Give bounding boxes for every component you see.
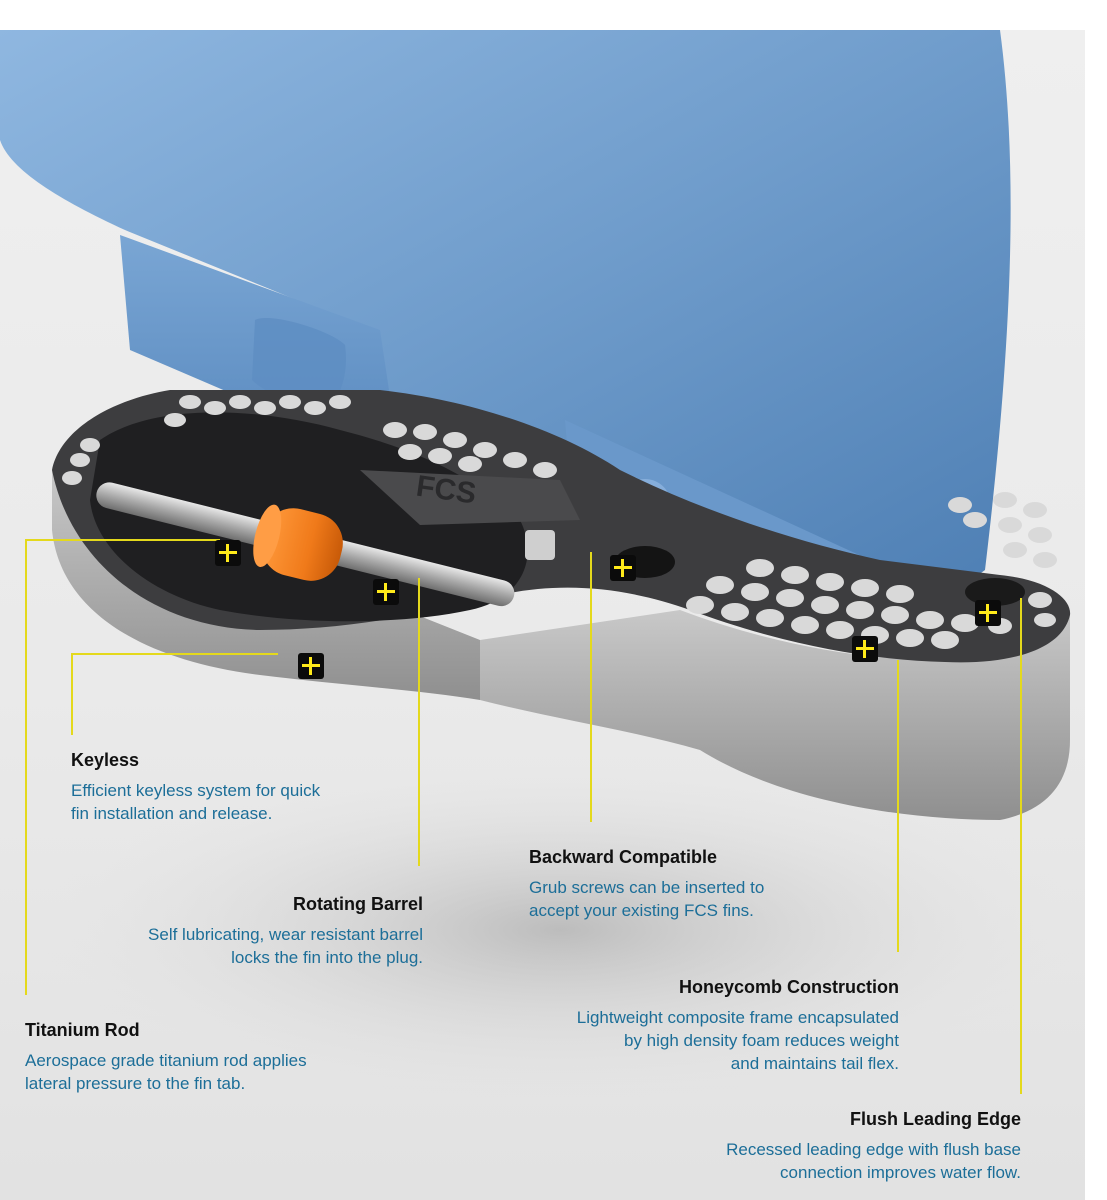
feature-title: Keyless (71, 750, 140, 770)
hotspot-backward-compatible[interactable] (610, 555, 636, 581)
hotspot-titanium-rod[interactable] (215, 540, 241, 566)
callout-line-rotating-barrel (418, 578, 420, 866)
callout-line-titanium-rod (25, 539, 27, 995)
fin-body (0, 30, 1011, 587)
feature-backward-compatible: Backward Compatible Grub screws can be i… (529, 847, 764, 922)
feature-honeycomb-construction: Honeycomb Construction Lightweight compo… (577, 977, 899, 1075)
feature-description: Lightweight composite frame encapsulated… (576, 1008, 899, 1073)
hotspot-rotating-barrel[interactable] (373, 579, 399, 605)
feature-rotating-barrel: Rotating Barrel Self lubricating, wear r… (148, 894, 423, 969)
feature-title: Rotating Barrel (292, 894, 423, 914)
engraved-logo-area (360, 470, 580, 525)
feature-title: Titanium Rod (25, 1020, 140, 1040)
hotspot-flush-leading-edge[interactable] (975, 600, 1001, 626)
hotspot-keyless[interactable] (298, 653, 324, 679)
locking-clip (525, 530, 555, 560)
base-wall-front (480, 610, 1070, 820)
feature-titanium-rod: Titanium Rod Aerospace grade titanium ro… (25, 1020, 307, 1095)
callout-line-keyless (71, 653, 278, 655)
feature-title: Honeycomb Construction (678, 977, 899, 997)
feature-title: Flush Leading Edge (849, 1109, 1021, 1129)
rotating-barrel (253, 504, 343, 581)
hotspot-honeycomb-construction[interactable] (852, 636, 878, 662)
floor-shadow (40, 760, 1080, 1100)
callout-line-titanium-rod (25, 539, 220, 541)
callout-line-keyless (71, 653, 73, 735)
fin-tab-recess (252, 318, 346, 410)
leading-edge-recess (965, 578, 1025, 606)
honeycomb-dots (62, 395, 1057, 649)
callout-line-backward-compatible (590, 552, 592, 822)
feature-keyless: Keyless Efficient keyless system for qui… (71, 750, 320, 825)
callout-line-flush-leading-edge (1020, 598, 1022, 1094)
callout-line-honeycomb-construction (897, 660, 899, 952)
feature-title: Backward Compatible (529, 847, 718, 867)
feature-flush-leading-edge: Flush Leading Edge Recessed leading edge… (726, 1109, 1021, 1184)
